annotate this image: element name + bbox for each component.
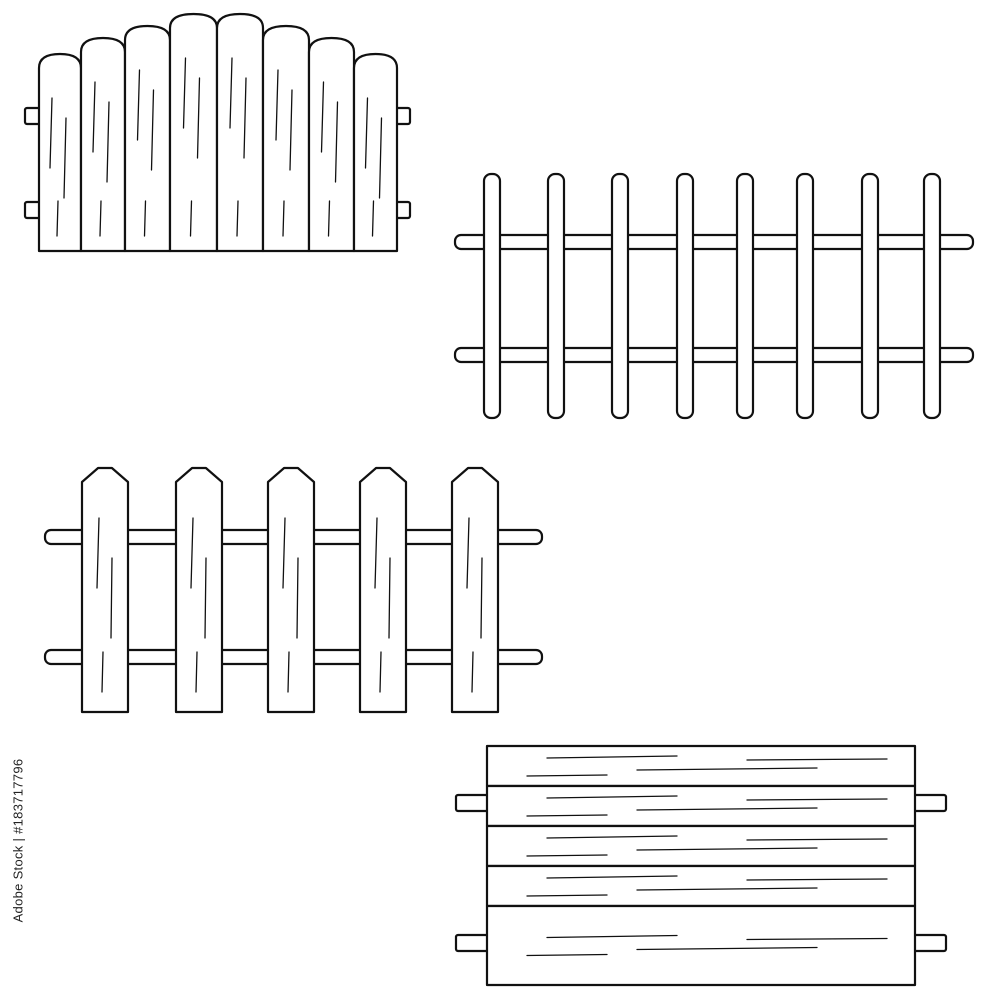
fence4-plank [485, 824, 917, 868]
fence2-picket [860, 172, 880, 420]
fence1-board-grain-line [282, 200, 285, 237]
fence4-plank-grain-line [546, 755, 678, 759]
fence4-plank-grain-line [636, 807, 818, 811]
fence4-plank-grain-line [526, 953, 608, 957]
fence3-picket [450, 466, 500, 714]
stock-id-text: Adobe Stock | #183717796 [10, 758, 26, 922]
fence4-plank-grain-line [526, 774, 608, 777]
fence3-picket-grain-line [388, 557, 391, 639]
fence2-picket [610, 172, 630, 420]
fence1-board [261, 24, 311, 253]
fence3-picket-grain-line [296, 557, 299, 639]
fence1-board [79, 36, 127, 253]
fence4-plank-grain-line [746, 838, 888, 841]
fence4-plank-grain-line [636, 847, 818, 851]
fence1-board-grain-line [143, 200, 147, 237]
fence2-picket [546, 172, 566, 420]
fence1-board-grain-line [371, 200, 375, 237]
fence4-plank-grain-line [746, 937, 888, 941]
fence2-picket [482, 172, 502, 420]
fence2-picket [735, 172, 755, 420]
fence1-board-grain-line [320, 81, 325, 153]
fence3-picket-grain-line [96, 517, 100, 589]
fence1-board [215, 12, 265, 253]
fence4-plank [485, 784, 917, 828]
fence3-picket [174, 466, 224, 714]
fence1-board-grain-line [289, 89, 293, 171]
pointed-picket-fence [43, 466, 544, 714]
fence1-board-grain-line [275, 69, 279, 141]
fence3-picket-grain-line [471, 651, 474, 693]
fence1-board-grain-line [189, 200, 193, 237]
fence1-board-grain-line [63, 117, 67, 199]
fence3-picket [266, 466, 316, 714]
fence3-picket [80, 466, 130, 714]
fence4-plank-grain-line [636, 887, 818, 891]
fence3-picket-grain-line [190, 517, 194, 589]
fence3-picket-grain-line [466, 517, 470, 589]
fence1-board-grain-line [327, 200, 331, 237]
fence2-bottom-rail [453, 346, 975, 364]
fence1-board-grain-line [99, 200, 102, 237]
fence1-board-grain-line [49, 97, 53, 169]
thin-picket-fence [453, 172, 975, 420]
fence1-board-grain-line [136, 69, 141, 141]
fence3-picket-grain-line [282, 517, 286, 589]
fence3-picket-grain-line [110, 557, 113, 639]
fence4-plank-grain-line [746, 758, 888, 761]
fence4-plank [485, 904, 917, 987]
fence3-picket-grain-line [195, 651, 198, 693]
fence1-board [123, 24, 172, 253]
fence1-board [37, 52, 83, 253]
fence3-picket-grain-line [480, 557, 483, 639]
fence3-picket-grain-line [204, 557, 207, 639]
fence3-picket-grain-line [101, 651, 104, 693]
stock-id-watermark: Adobe Stock | #183717796 [4, 758, 32, 922]
fence2-picket [795, 172, 815, 420]
fence1-board-grain-line [364, 97, 369, 169]
fence4-plank-grain-line [746, 878, 888, 881]
fence1-board-grain-line [196, 77, 201, 159]
fence1-board-grain-line [106, 101, 110, 183]
fence1-board-grain-line [182, 57, 187, 129]
fence1-board-grain-line [56, 200, 59, 237]
fence4-plank [485, 744, 917, 788]
fence3-picket-grain-line [374, 517, 378, 589]
fence4-plank-grain-line [546, 934, 678, 939]
fence2-picket [675, 172, 695, 420]
fence4-plank-grain-line [746, 798, 888, 801]
fence4-plank-grain-line [546, 875, 678, 879]
fence1-board-grain-line [229, 57, 233, 129]
fence4-plank-grain-line [526, 854, 608, 857]
fence4-plank-grain-line [636, 946, 818, 951]
rounded-board-fence [23, 12, 412, 253]
fence1-board-grain-line [92, 81, 96, 153]
fence1-board-grain-line [150, 89, 155, 171]
fence1-board [352, 52, 399, 253]
fence3-picket-grain-line [379, 651, 382, 693]
fence2-picket [922, 172, 942, 420]
fence1-board-grain-line [243, 77, 247, 159]
fence4-plank-grain-line [546, 795, 678, 799]
fence4-plank-grain-line [546, 835, 678, 839]
fence3-picket-grain-line [287, 651, 290, 693]
fence2-top-rail [453, 233, 975, 251]
fence4-plank-grain-line [526, 814, 608, 817]
fence1-board [307, 36, 356, 253]
fence1-board-grain-line [236, 200, 239, 237]
fence1-board-grain-line [334, 101, 339, 183]
fence4-plank-grain-line [526, 894, 608, 897]
fence4-plank-grain-line [636, 767, 818, 771]
horizontal-plank-fence [454, 744, 948, 987]
fence4-plank [485, 864, 917, 908]
fence1-board-grain-line [378, 117, 383, 199]
fence3-picket [358, 466, 408, 714]
fence1-board [168, 12, 219, 253]
